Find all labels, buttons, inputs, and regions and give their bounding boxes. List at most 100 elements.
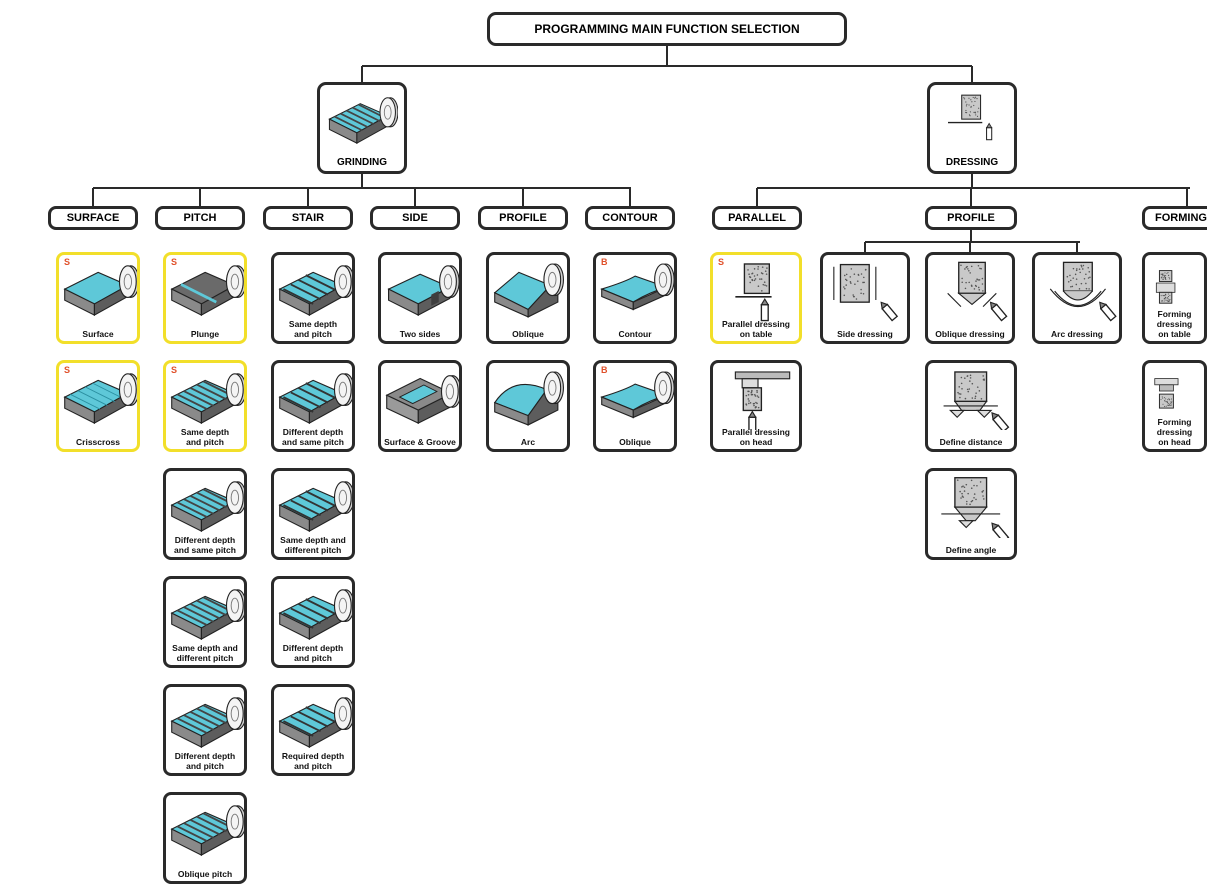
function-card-parallel-dressing-on-table[interactable]: S Parallel dressing on table (710, 252, 802, 344)
dress-side-icon (825, 258, 909, 322)
function-card-oblique[interactable]: Oblique (486, 252, 570, 344)
function-card-same-depth-and-pitch[interactable]: Same depth and pitch (271, 252, 355, 344)
dress-oblique-icon (930, 258, 1014, 322)
card-label: Same depth and different pitch (166, 643, 244, 663)
dress-distance-icon (930, 366, 1016, 430)
header-contour[interactable]: CONTOUR (585, 206, 675, 230)
card-label: Forming dressing on table (1145, 309, 1204, 339)
card-label: Arc (489, 437, 567, 447)
grind-plunge-icon (168, 258, 246, 322)
grinding-category[interactable]: GRINDING (317, 82, 407, 174)
card-label: Side dressing (823, 329, 907, 339)
card-label: Same depth and pitch (166, 427, 244, 447)
function-card-arc[interactable]: Arc (486, 360, 570, 452)
mode-badge: S (64, 365, 70, 375)
card-label: Define distance (928, 437, 1014, 447)
function-card-forming-dressing-on-head[interactable]: Forming dressing on head (1142, 360, 1207, 452)
grind-lines-icon (61, 366, 139, 430)
grind-side-icon (383, 258, 461, 322)
function-card-surface[interactable]: S Surface (56, 252, 140, 344)
grind-arc-icon (491, 366, 569, 430)
header-profile[interactable]: PROFILE (478, 206, 568, 230)
card-label: Forming dressing on head (1145, 417, 1204, 447)
mode-badge: B (601, 257, 608, 267)
function-card-crisscross[interactable]: S Crisscross (56, 360, 140, 452)
function-card-define-distance[interactable]: Define distance (925, 360, 1017, 452)
grind-oblique-icon (491, 258, 569, 322)
grind-stair-icon (276, 582, 354, 646)
function-card-parallel-dressing-on-head[interactable]: Parallel dressing on head (710, 360, 802, 452)
card-label: Define angle (928, 545, 1014, 555)
header-stair[interactable]: STAIR (263, 206, 353, 230)
header-surface[interactable]: SURFACE (48, 206, 138, 230)
grind-stair-icon (276, 690, 354, 754)
function-card-different-depth-and-same-pitch[interactable]: Different depth and same pitch (271, 360, 355, 452)
grind-grooves-icon (168, 474, 246, 538)
function-card-surface-groove[interactable]: Surface & Groove (378, 360, 462, 452)
function-card-same-depth-and-pitch[interactable]: S Same depth and pitch (163, 360, 247, 452)
dress-arc-icon (1037, 258, 1121, 322)
grind-contour2-icon (598, 366, 676, 430)
dressing-icon (936, 89, 1008, 151)
card-label: Parallel dressing on table (713, 319, 799, 339)
grind-grooves-icon (168, 582, 246, 646)
function-card-define-angle[interactable]: Define angle (925, 468, 1017, 560)
grind-grooves-icon (168, 798, 246, 862)
header-dressing-profile[interactable]: PROFILE (925, 206, 1017, 230)
card-label: Different depth and same pitch (274, 427, 352, 447)
function-card-side-dressing[interactable]: Side dressing (820, 252, 910, 344)
mode-badge: S (718, 257, 724, 267)
mode-badge: S (64, 257, 70, 267)
card-label: Surface (59, 329, 137, 339)
function-card-oblique-dressing[interactable]: Oblique dressing (925, 252, 1015, 344)
grind-grooves-icon (168, 366, 246, 430)
grinding-icon (326, 89, 398, 151)
grind-flat-icon (61, 258, 139, 322)
dress-head-icon (715, 366, 801, 430)
header-forming[interactable]: FORMING (1142, 206, 1207, 230)
card-label: Different depth and pitch (274, 643, 352, 663)
card-label: Required depth and pitch (274, 751, 352, 771)
function-card-same-depth-and-different-pitch[interactable]: Same depth and different pitch (271, 468, 355, 560)
function-card-different-depth-and-pitch[interactable]: Different depth and pitch (271, 576, 355, 668)
mode-badge: S (171, 365, 177, 375)
function-card-arc-dressing[interactable]: Arc dressing (1032, 252, 1122, 344)
function-card-oblique[interactable]: B Oblique (593, 360, 677, 452)
header-side[interactable]: SIDE (370, 206, 460, 230)
grind-stair-icon (276, 366, 354, 430)
function-card-contour[interactable]: B Contour (593, 252, 677, 344)
card-label: Same depth and different pitch (274, 535, 352, 555)
function-card-required-depth-and-pitch[interactable]: Required depth and pitch (271, 684, 355, 776)
category-label: GRINDING (320, 157, 404, 168)
card-label: Plunge (166, 329, 244, 339)
grind-stair-icon (276, 258, 354, 322)
function-card-oblique-pitch[interactable]: Oblique pitch (163, 792, 247, 884)
grind-groove-icon (383, 366, 461, 430)
function-card-two-sides[interactable]: Two sides (378, 252, 462, 344)
grind-stair-icon (276, 474, 354, 538)
function-card-different-depth-and-same-pitch[interactable]: Different depth and same pitch (163, 468, 247, 560)
function-card-different-depth-and-pitch[interactable]: Different depth and pitch (163, 684, 247, 776)
card-label: Different depth and same pitch (166, 535, 244, 555)
mode-badge: B (601, 365, 608, 375)
card-label: Same depth and pitch (274, 319, 352, 339)
card-label: Oblique (489, 329, 567, 339)
header-parallel[interactable]: PARALLEL (712, 206, 802, 230)
mode-badge: S (171, 257, 177, 267)
dressing-category[interactable]: DRESSING (927, 82, 1017, 174)
card-label: Oblique (596, 437, 674, 447)
function-card-same-depth-and-different-pitch[interactable]: Same depth and different pitch (163, 576, 247, 668)
card-label: Surface & Groove (381, 437, 459, 447)
card-label: Crisscross (59, 437, 137, 447)
header-pitch[interactable]: PITCH (155, 206, 245, 230)
card-label: Oblique dressing (928, 329, 1012, 339)
dress-table-icon (715, 258, 801, 322)
category-label: DRESSING (930, 157, 1014, 168)
card-label: Different depth and pitch (166, 751, 244, 771)
function-card-forming-dressing-on-table[interactable]: Forming dressing on table (1142, 252, 1207, 344)
function-card-plunge[interactable]: S Plunge (163, 252, 247, 344)
card-label: Contour (596, 329, 674, 339)
grind-grooves-icon (168, 690, 246, 754)
card-label: Arc dressing (1035, 329, 1119, 339)
dress-angle-icon (930, 474, 1016, 538)
